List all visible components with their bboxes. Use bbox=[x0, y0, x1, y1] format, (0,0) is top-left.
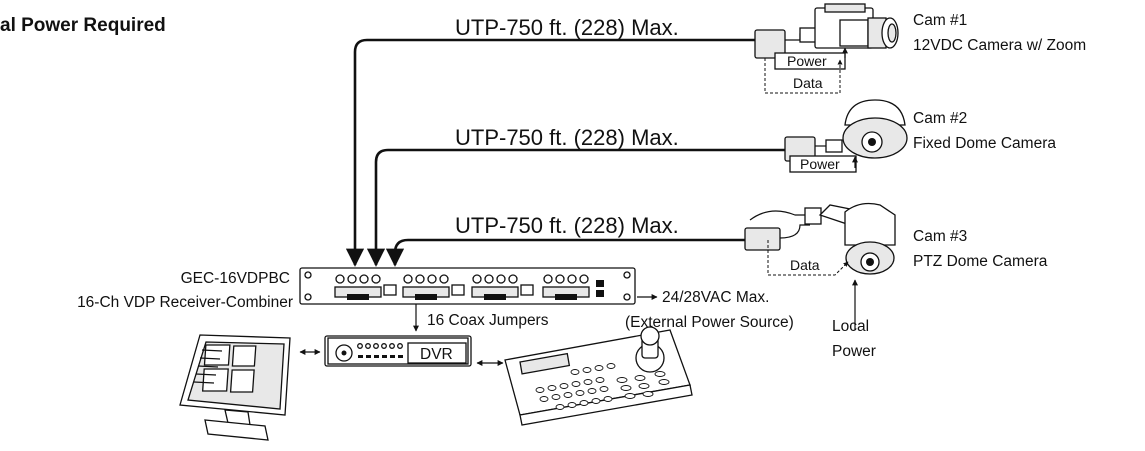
receiver-combiner-icon bbox=[299, 267, 636, 305]
cam2-desc: Fixed Dome Camera bbox=[913, 135, 1056, 152]
power-source-line2: (External Power Source) bbox=[625, 314, 794, 331]
cam3-id: Cam #3 bbox=[913, 228, 967, 245]
cam1-desc: 12VDC Camera w/ Zoom bbox=[913, 37, 1086, 54]
dvr-icon bbox=[324, 335, 472, 367]
receiver-desc: 16-Ch VDP Receiver-Combiner bbox=[77, 294, 293, 311]
local-power-line1: Local bbox=[832, 318, 869, 335]
camera-2-icon bbox=[784, 99, 908, 173]
cam1-id: Cam #1 bbox=[913, 12, 967, 29]
local-power-line2: Power bbox=[832, 343, 876, 360]
power-source-line1: 24/28VAC Max. bbox=[662, 289, 769, 306]
cam3-data-label: Data bbox=[790, 257, 820, 273]
utp-cable-cam2 bbox=[366, 148, 785, 267]
cam2-id: Cam #2 bbox=[913, 110, 967, 127]
coax-jumpers-label: 16 Coax Jumpers bbox=[427, 312, 549, 329]
dvr-label: DVR bbox=[420, 346, 453, 363]
cam2-power-label: Power bbox=[800, 156, 840, 172]
utp-cable-cam3 bbox=[385, 238, 745, 267]
cable-label-1: UTP-750 ft. (228) Max. bbox=[455, 15, 679, 40]
cam3-desc: PTZ Dome Camera bbox=[913, 253, 1048, 270]
camera-1-icon bbox=[754, 3, 899, 94]
monitor-icon bbox=[179, 334, 291, 441]
utp-cable-cam1 bbox=[345, 38, 755, 267]
receiver-model: GEC-16VDPBC bbox=[181, 270, 290, 287]
cam1-data-label: Data bbox=[793, 75, 823, 91]
cam1-power-label: Power bbox=[787, 53, 827, 69]
diagram-title: al Power Required bbox=[0, 15, 166, 36]
camera-3-icon bbox=[744, 202, 896, 330]
cable-label-2: UTP-750 ft. (228) Max. bbox=[455, 125, 679, 150]
ptz-keyboard-icon bbox=[504, 326, 693, 426]
cable-label-3: UTP-750 ft. (228) Max. bbox=[455, 213, 679, 238]
